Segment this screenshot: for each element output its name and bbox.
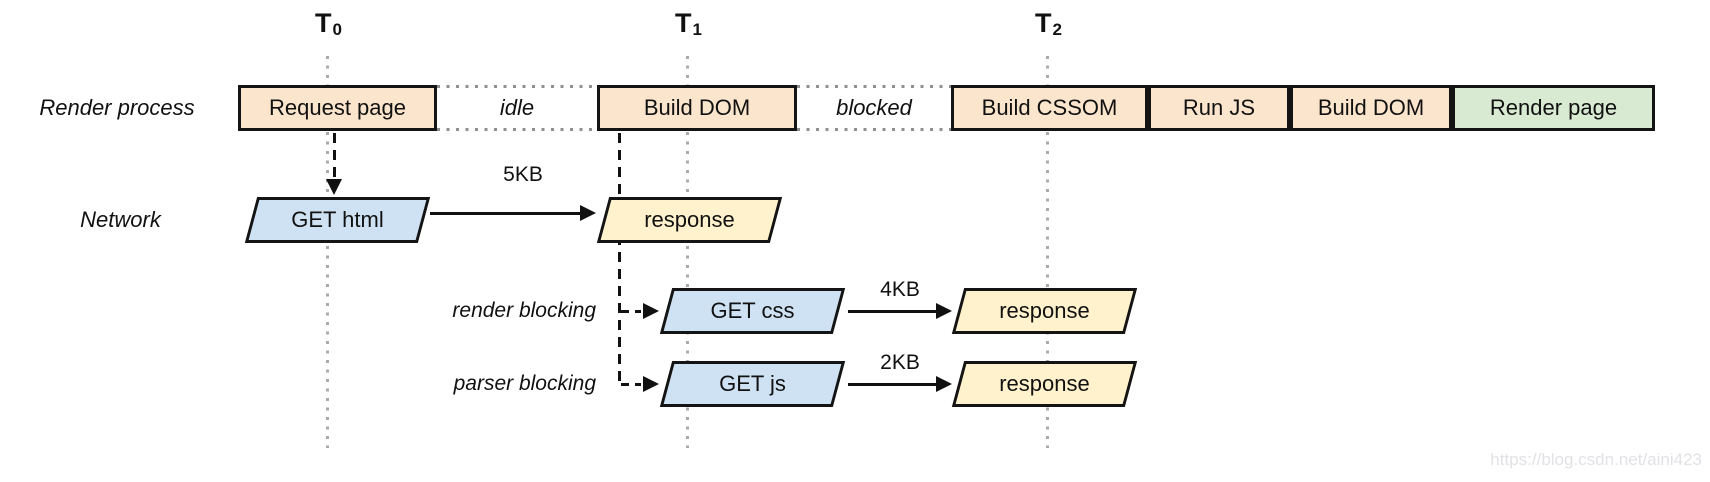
render-blocking-arrowhead-icon bbox=[643, 303, 659, 319]
timeline-gridline-t2 bbox=[1046, 56, 1049, 448]
gethtml-to-response-arrow-shaft bbox=[430, 212, 580, 215]
blocked-region-label: blocked bbox=[836, 95, 912, 120]
getcss-to-response-arrow-shaft bbox=[848, 310, 936, 313]
parser-blocking-arrowhead-icon bbox=[643, 376, 659, 392]
timeline-marker-t0: T0 bbox=[315, 8, 342, 39]
getcss-to-response-arrowhead-icon bbox=[936, 303, 952, 319]
build-cssom-box: Build CSSOM bbox=[951, 85, 1148, 131]
html-size-label: 5KB bbox=[503, 163, 543, 186]
idle-region-top-border bbox=[437, 85, 597, 88]
idle-region-bottom-border bbox=[437, 128, 597, 131]
html-response-parallelogram: response bbox=[596, 197, 783, 243]
js-response-parallelogram: response bbox=[951, 361, 1138, 407]
csdn-watermark: https://blog.csdn.net/aini423 bbox=[1490, 450, 1702, 469]
get-css-parallelogram: GET css bbox=[659, 288, 846, 334]
render-process-lane-label: Render process bbox=[39, 95, 195, 120]
parser-blocking-label: parser blocking bbox=[453, 372, 596, 395]
builddom-blocking-dashed-line bbox=[618, 133, 621, 387]
timeline-marker-t2: T2 bbox=[1035, 8, 1062, 39]
request-page-box: Request page bbox=[238, 85, 437, 131]
build-dom-2-box: Build DOM bbox=[1290, 85, 1452, 131]
js-size-label: 2KB bbox=[880, 351, 920, 374]
render-blocking-label: render blocking bbox=[452, 299, 596, 322]
build-dom-box: Build DOM bbox=[597, 85, 797, 131]
run-js-box: Run JS bbox=[1148, 85, 1290, 131]
css-response-parallelogram: response bbox=[951, 288, 1138, 334]
blocked-region-bottom-border bbox=[797, 128, 951, 131]
getjs-to-response-arrow-shaft bbox=[848, 383, 936, 386]
get-js-parallelogram: GET js bbox=[659, 361, 846, 407]
blocked-region-top-border bbox=[797, 85, 951, 88]
get-html-parallelogram: GET html bbox=[244, 197, 431, 243]
network-lane-label: Network bbox=[80, 207, 161, 232]
timeline-gridline-t0 bbox=[326, 56, 329, 448]
timeline-gridline-t1 bbox=[686, 56, 689, 448]
render-page-box: Render page bbox=[1452, 85, 1655, 131]
request-to-gethtml-arrowhead-icon bbox=[326, 179, 342, 195]
getjs-to-response-arrowhead-icon bbox=[936, 376, 952, 392]
css-size-label: 4KB bbox=[880, 278, 920, 301]
parser-blocking-dashed-stub bbox=[621, 383, 641, 386]
idle-region-label: idle bbox=[499, 95, 535, 120]
render-blocking-dashed-stub bbox=[621, 310, 641, 313]
request-to-gethtml-dashed-line bbox=[333, 133, 336, 179]
timeline-marker-t1: T1 bbox=[675, 8, 702, 39]
gethtml-to-response-arrowhead-icon bbox=[580, 205, 596, 221]
